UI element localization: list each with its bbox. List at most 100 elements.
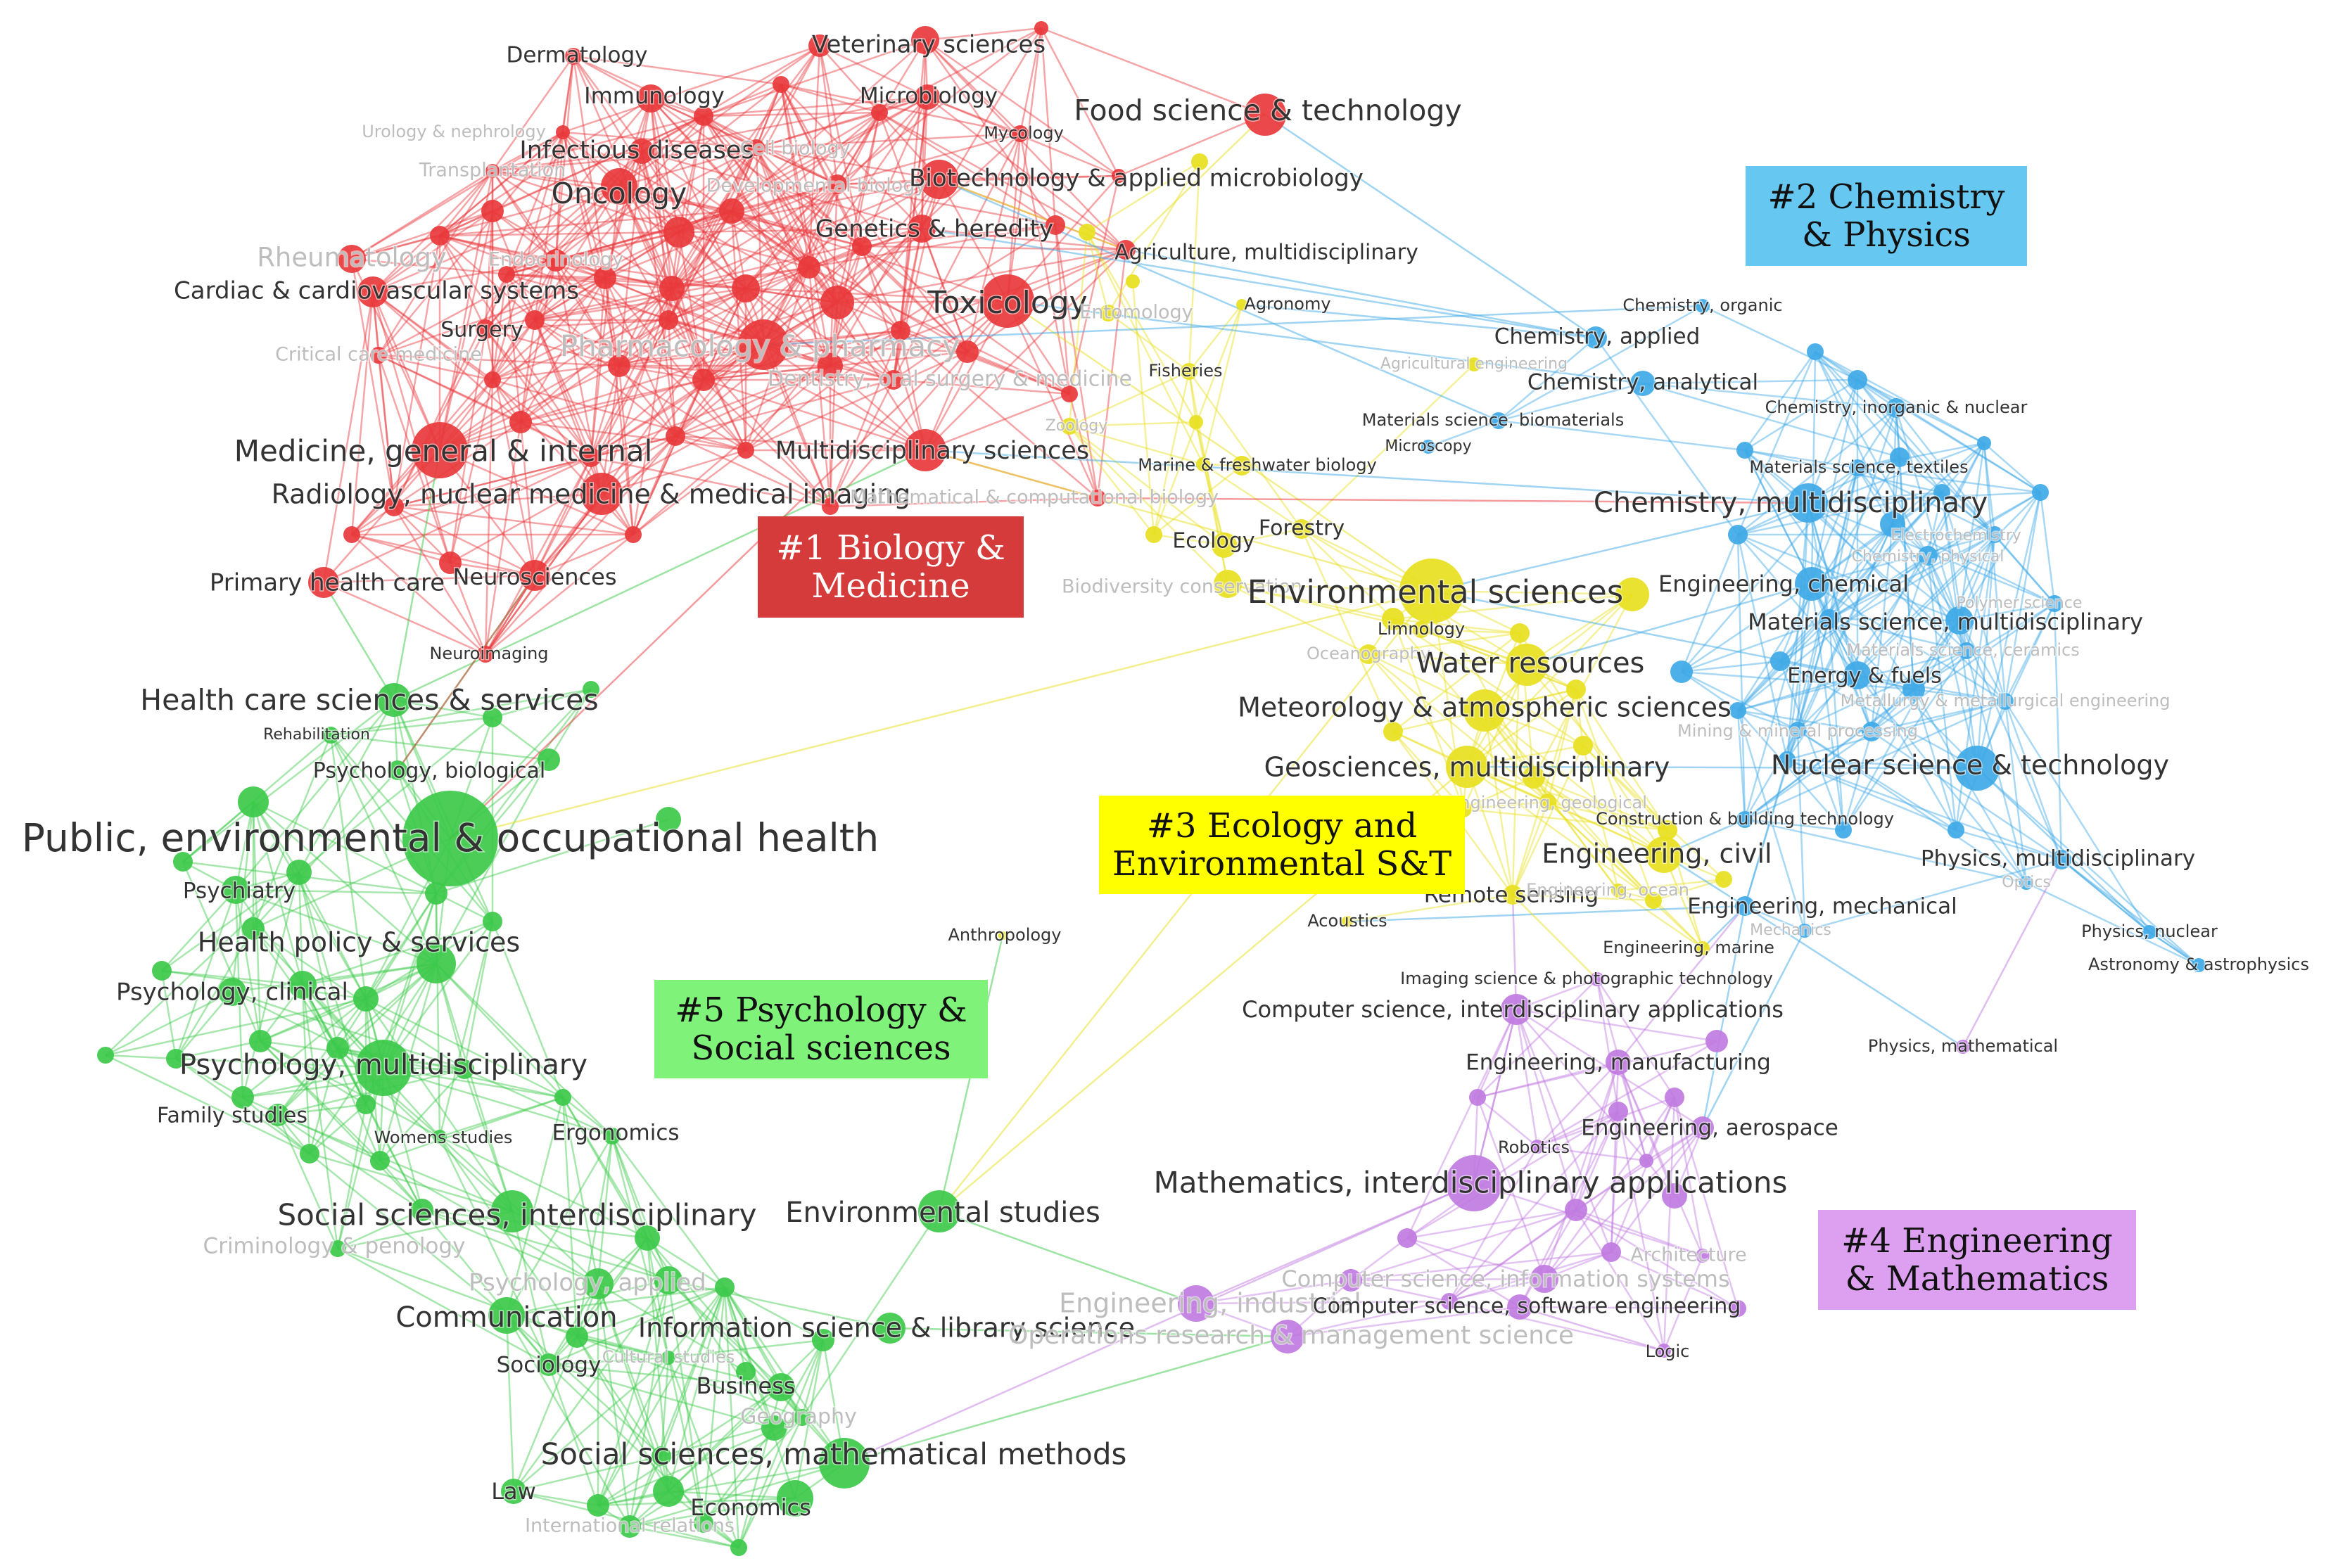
- network-edge: [1473, 1009, 1518, 1184]
- network-node: [1397, 1228, 1417, 1248]
- network-edge: [260, 1040, 423, 1211]
- network-edge: [1421, 628, 1520, 635]
- label-metallurgy: Metallurgy & metallurgical engineering: [1841, 691, 2171, 710]
- network-edge: [533, 319, 670, 576]
- network-edge: [1406, 1237, 1520, 1308]
- network-edge: [745, 288, 831, 366]
- network-edge: [506, 273, 673, 290]
- network-edge: [562, 44, 820, 134]
- node-ecology-lbl: [1212, 533, 1237, 558]
- network-edge: [485, 231, 680, 331]
- network-edge: [378, 354, 592, 459]
- label-medicine-general: Medicine, general & internal: [234, 434, 653, 469]
- network-edge: [253, 770, 398, 929]
- network-node: [1340, 1269, 1362, 1292]
- network-node: [1639, 1154, 1653, 1168]
- network-edge: [1107, 312, 1190, 373]
- network-edge: [1857, 492, 2041, 676]
- network-edge: [512, 1210, 669, 1282]
- network-edge: [1828, 618, 1845, 831]
- network-node: [231, 1086, 254, 1109]
- network-edge: [755, 147, 839, 303]
- node-marine-bio: [1232, 456, 1252, 476]
- network-edge: [378, 259, 557, 357]
- label-veterinary: Veterinary sciences: [812, 31, 1046, 59]
- network-edge: [1610, 1127, 1704, 1253]
- network-edge: [506, 231, 680, 276]
- network-edge: [1575, 1209, 1665, 1351]
- network-node: [1729, 702, 1746, 719]
- network-edge: [1941, 492, 1995, 535]
- network-edge: [1006, 27, 1043, 302]
- network-edge: [939, 178, 1499, 422]
- node-endocrinology: [545, 249, 567, 272]
- network-edge: [924, 39, 1057, 226]
- network-edge: [372, 132, 564, 293]
- network-edge: [668, 227, 922, 321]
- node-mat-biomaterials: [1490, 412, 1507, 429]
- network-edge: [1642, 378, 1858, 385]
- network-edge: [829, 112, 881, 366]
- network-node: [911, 26, 939, 54]
- network-edge: [506, 210, 732, 276]
- network-edge: [756, 132, 1021, 149]
- label-nuclear-sci: Nuclear science & technology: [1771, 750, 2169, 781]
- network-edge: [484, 379, 494, 655]
- network-edge: [667, 210, 733, 321]
- network-edge: [548, 1363, 782, 1389]
- network-edge: [439, 287, 673, 452]
- network-edge: [597, 1283, 631, 1527]
- network-edge: [861, 246, 968, 352]
- network-edge: [1096, 249, 1127, 499]
- label-agriculture: Agriculture, multidisciplinary: [1114, 241, 1418, 265]
- network-edge: [703, 329, 901, 381]
- network-edge: [671, 178, 940, 290]
- network-node: [1948, 822, 1964, 839]
- network-edge: [837, 27, 1042, 185]
- network-edge: [1498, 382, 1644, 422]
- network-edge: [1962, 859, 2063, 1047]
- label-cell-biology: Cell biology: [739, 138, 850, 160]
- network-edge: [485, 329, 592, 458]
- network-edge: [1533, 776, 1668, 831]
- label-psych-biological: Psychology, biological: [313, 759, 545, 784]
- network-edge: [844, 1182, 1475, 1465]
- network-edge: [1737, 442, 1985, 536]
- network-edge: [1811, 533, 1995, 585]
- network-edge: [393, 329, 487, 507]
- network-edge: [745, 287, 894, 381]
- network-edge: [731, 96, 928, 212]
- network-edge: [372, 291, 592, 458]
- network-edge: [1498, 419, 1746, 452]
- network-edge: [618, 365, 635, 535]
- node-radiology: [580, 473, 623, 515]
- network-edge: [1287, 1306, 1520, 1338]
- network-edge: [604, 277, 635, 535]
- network-edge: [1913, 688, 2006, 703]
- network-node: [1126, 274, 1140, 288]
- node-eng-manufacturing: [1606, 1050, 1631, 1075]
- network-node: [656, 807, 681, 832]
- network-edge: [562, 131, 810, 269]
- network-edge: [927, 96, 1021, 135]
- label-family-studies: Family studies: [157, 1104, 307, 1128]
- network-edge: [1871, 730, 2062, 861]
- network-edge: [1743, 583, 1813, 820]
- network-edge: [1829, 533, 1995, 620]
- label-ergonomics: Ergonomics: [552, 1121, 679, 1146]
- network-edge: [1533, 777, 1703, 949]
- node-cs-software: [1507, 1294, 1532, 1320]
- network-edge: [533, 457, 592, 576]
- network-edge: [439, 170, 493, 236]
- network-edge: [1976, 767, 2199, 966]
- network-node: [484, 371, 501, 388]
- network-edge: [1898, 457, 1915, 690]
- label-psych-applied: Psychology, applied: [469, 1269, 706, 1297]
- network-edge: [649, 98, 673, 289]
- network-edge: [336, 1047, 424, 1211]
- network-node: [238, 786, 269, 817]
- network-edge: [519, 277, 606, 423]
- network-node: [498, 266, 515, 283]
- network-edge: [378, 276, 606, 357]
- network-edge: [576, 1286, 725, 1338]
